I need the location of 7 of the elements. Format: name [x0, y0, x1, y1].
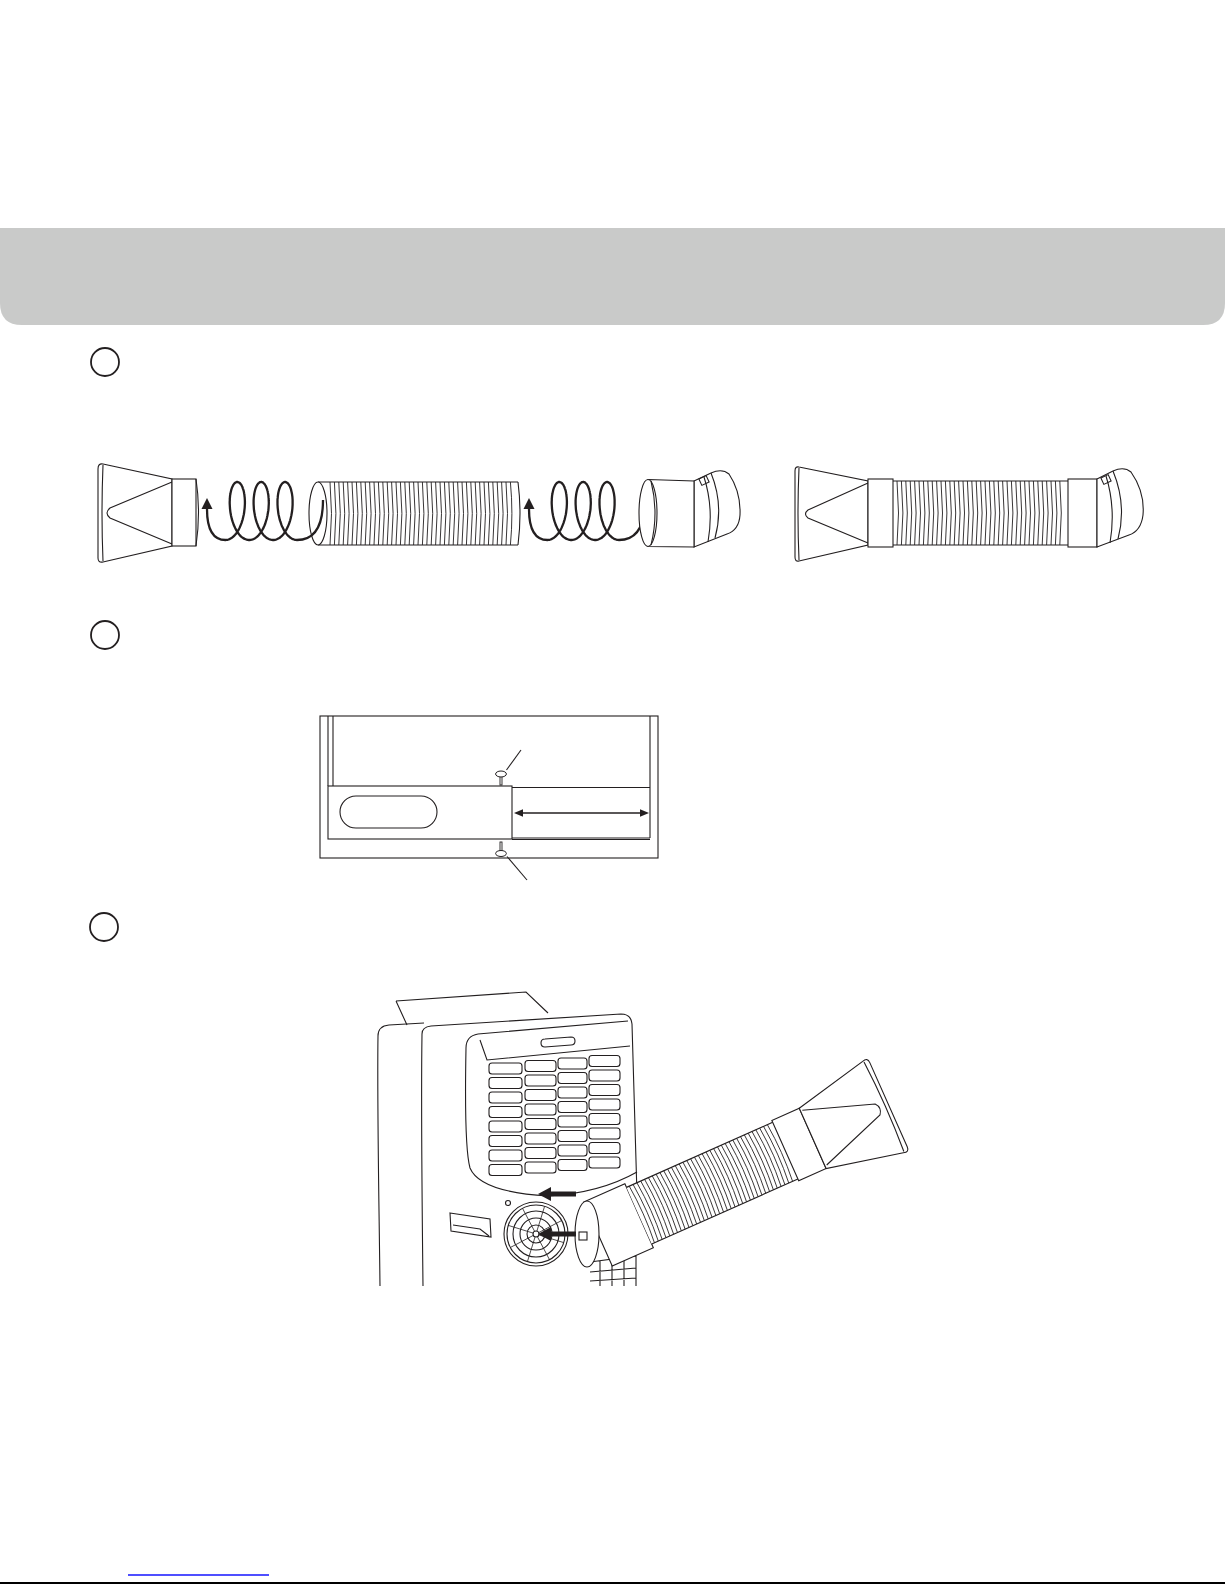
step-circle — [89, 912, 119, 942]
leader-line — [506, 855, 528, 881]
leader-line — [505, 749, 522, 771]
step-circle — [90, 347, 120, 377]
screw-icon — [495, 842, 507, 857]
screw-icon — [495, 770, 507, 785]
step-circle — [90, 620, 120, 650]
